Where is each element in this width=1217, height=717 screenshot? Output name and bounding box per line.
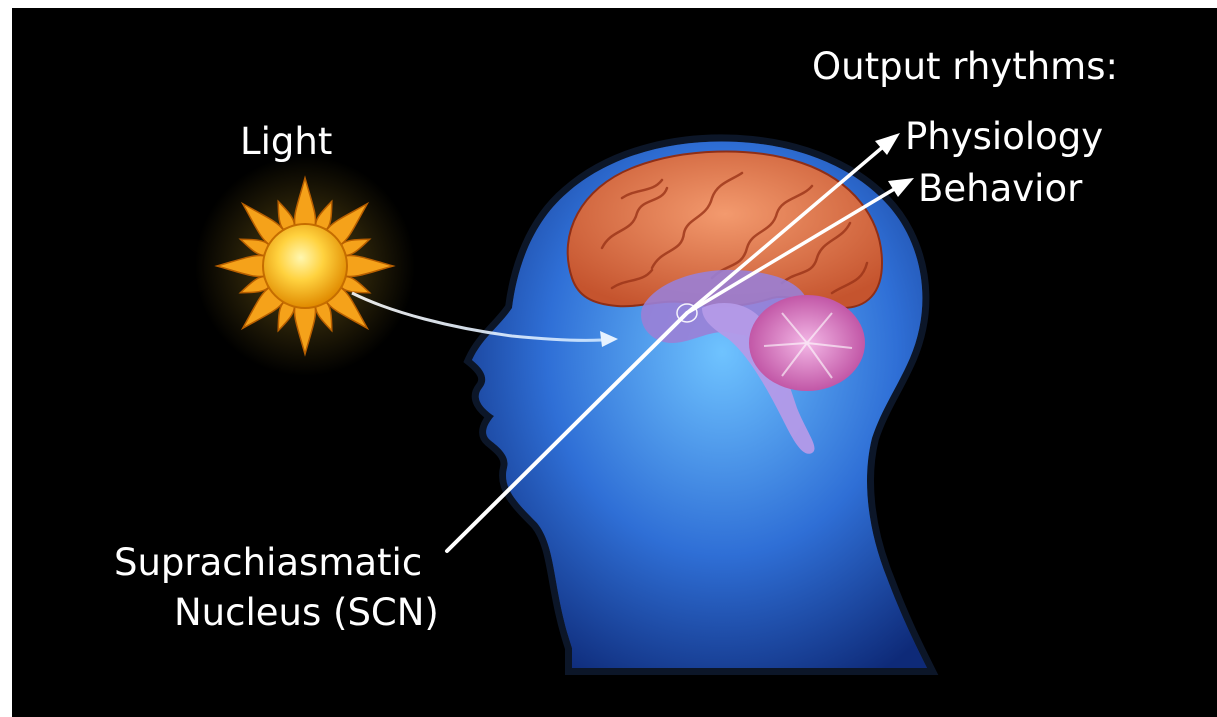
scn-label-line2: Nucleus (SCN) xyxy=(174,592,439,634)
brain-cerebellum xyxy=(749,295,865,391)
physiology-label: Physiology xyxy=(905,116,1103,158)
scn-label-line1: Suprachiasmatic xyxy=(114,542,422,584)
light-label: Light xyxy=(240,121,332,163)
output-rhythms-title: Output rhythms: xyxy=(812,46,1118,88)
sun-icon xyxy=(195,156,415,376)
diagram-slide: Light Output rhythms: Physiology Behavio… xyxy=(12,8,1217,717)
behavior-label: Behavior xyxy=(918,168,1082,210)
